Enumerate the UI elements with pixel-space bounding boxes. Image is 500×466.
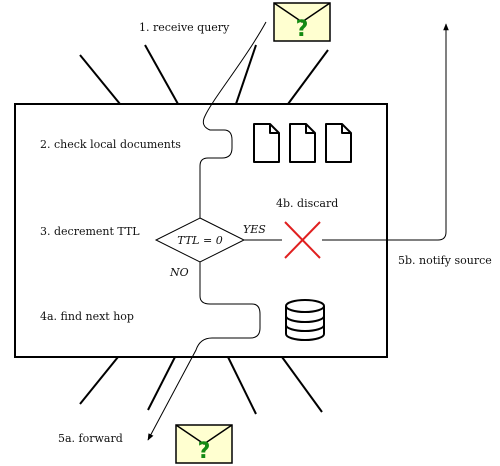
label-find-next-hop: 4a. find next hop (40, 310, 134, 323)
document-icon-1 (253, 123, 280, 163)
envelope-question-mark: ? (296, 17, 309, 42)
link-bottom-3 (227, 356, 257, 415)
documents-icon (253, 123, 352, 163)
forwarded-envelope-icon: ? (175, 424, 233, 464)
document-icon-3 (325, 123, 352, 163)
link-top-1 (79, 54, 121, 105)
envelope-question-mark: ? (198, 439, 211, 464)
link-bottom-4 (281, 356, 323, 413)
label-no: NO (169, 266, 189, 279)
link-bottom-2 (147, 356, 176, 411)
flow-path (147, 21, 449, 441)
label-discard: 4b. discard (276, 197, 338, 210)
label-notify-source: 5b. notify source (398, 254, 492, 267)
incoming-envelope-icon: ? (273, 2, 331, 42)
notify-source-path (322, 23, 449, 241)
label-decrement-ttl: 3. decrement TTL (40, 225, 140, 238)
no-branch-path (147, 262, 261, 441)
database-icon (285, 299, 325, 341)
label-yes: YES (243, 223, 266, 236)
link-top-3 (235, 44, 257, 105)
label-receive-query: 1. receive query (139, 21, 230, 34)
label-forward: 5a. forward (58, 432, 123, 445)
link-top-2 (144, 44, 179, 105)
label-check-local-documents: 2. check local documents (40, 138, 181, 151)
document-icon-2 (289, 123, 316, 163)
link-top-4 (287, 49, 329, 105)
incoming-query-path (199, 21, 267, 218)
link-bottom-1 (79, 356, 119, 405)
discard-x-icon (284, 221, 321, 259)
label-ttl-condition: TTL = 0 (177, 234, 222, 247)
ttl-decision-diamond (154, 217, 246, 263)
network-links (79, 44, 329, 415)
